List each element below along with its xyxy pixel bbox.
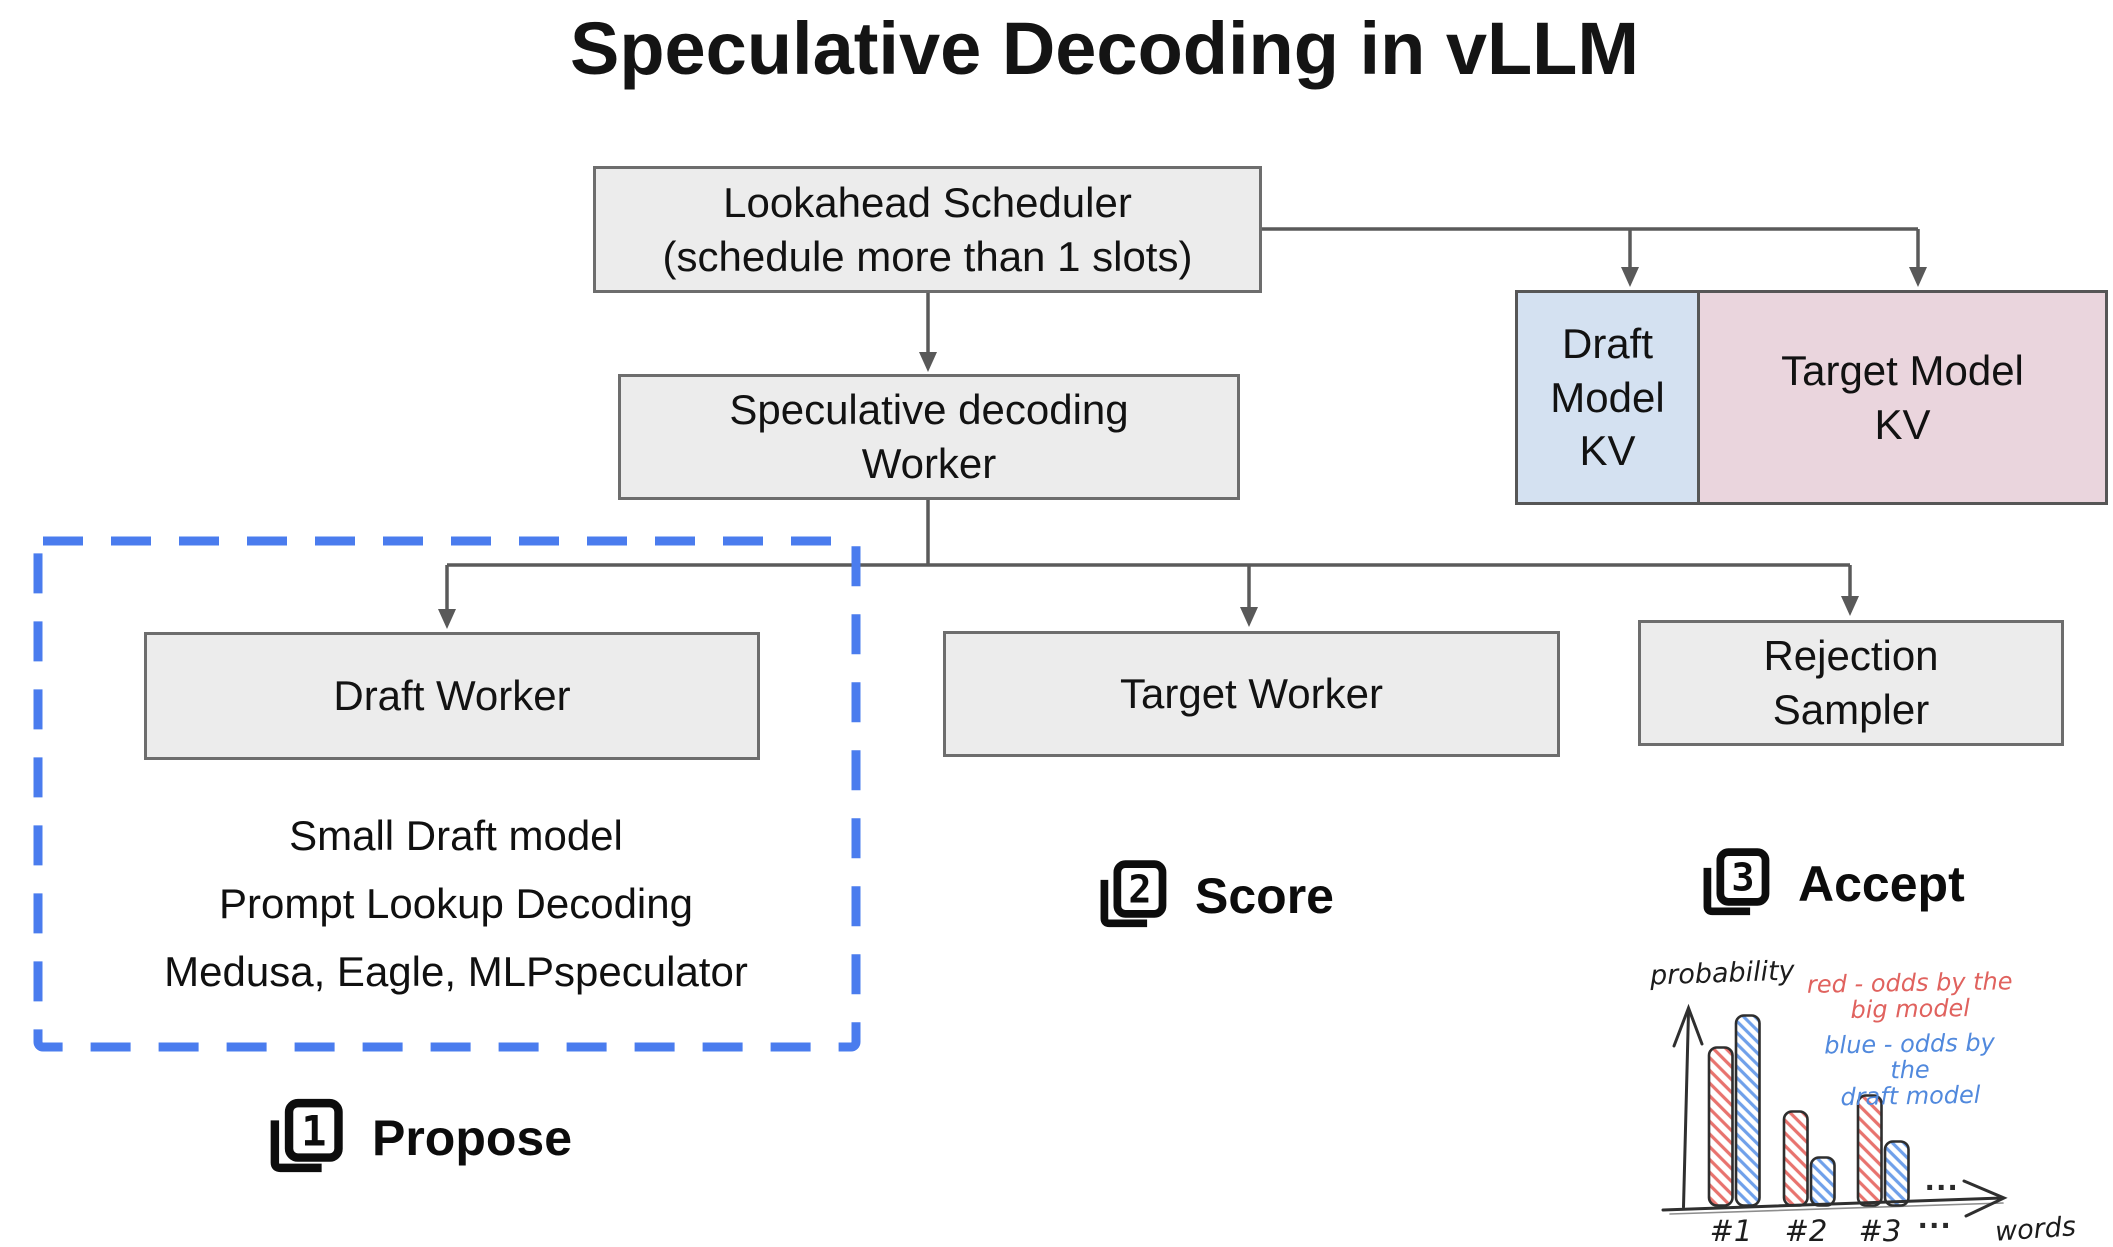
bar-#2-red: [1782, 1110, 1809, 1207]
filter-2-icon: 2: [1100, 860, 1167, 928]
bar-#1-blue: [1734, 1014, 1761, 1207]
score-step: 2 Score: [1089, 854, 1334, 938]
rejection-sampler-node: Rejection Sampler: [1638, 620, 2064, 746]
target-worker-node: Target Worker: [943, 631, 1560, 757]
legend-red: red - odds by the big model: [1806, 967, 2013, 1025]
tick-label: #1: [1710, 1214, 1753, 1247]
spec-worker-node: Speculative decoding Worker: [618, 374, 1240, 500]
svg-text:2: 2: [1128, 868, 1151, 913]
filter-3-icon: 3: [1703, 848, 1770, 916]
step-label: Score: [1195, 868, 1334, 924]
filter-1-icon: 1: [270, 1098, 343, 1173]
page-title: Speculative Decoding in vLLM: [569, 7, 1640, 90]
probability-axis-label: probability: [1649, 955, 1796, 992]
svg-text:3: 3: [1731, 856, 1754, 901]
scheduler-node: Lookahead Scheduler (schedule more than …: [593, 166, 1262, 293]
target-kv-node: Target Model KV: [1697, 290, 2108, 505]
legend-blue: blue - odds by the draft model: [1824, 1028, 1996, 1112]
words-axis-label: words: [1994, 1211, 2077, 1247]
ellipsis-lower: ...: [1918, 1198, 1953, 1236]
bar-#2-blue: [1809, 1156, 1836, 1207]
tick-label: #3: [1859, 1214, 1902, 1247]
ellipsis-upper: ...: [1925, 1160, 1960, 1198]
step-label: Propose: [372, 1110, 573, 1166]
propose-step: 1 Propose: [258, 1092, 572, 1184]
bar-#3-red: [1856, 1094, 1883, 1207]
accept-step: 3 Accept: [1692, 842, 1965, 926]
bar-#1-red: [1707, 1046, 1734, 1207]
draft-kv-node: Draft Model KV: [1515, 290, 1700, 505]
bar-#3-blue: [1883, 1140, 1910, 1207]
draft-methods-text: Small Draft model Prompt Lookup Decoding…: [164, 812, 748, 995]
svg-text:1: 1: [301, 1106, 326, 1155]
draft-worker-node: Draft Worker: [144, 632, 760, 760]
step-label: Accept: [1798, 856, 1965, 912]
tick-label: #2: [1785, 1214, 1828, 1247]
